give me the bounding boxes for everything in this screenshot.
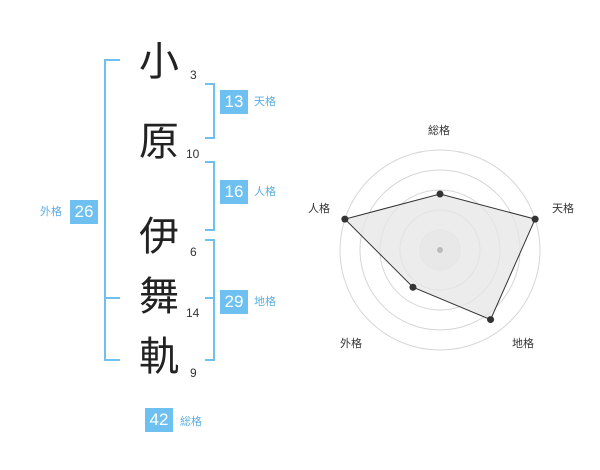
radar-axis-label-4: 外格 [340,337,362,350]
radar-point-5 [341,215,349,223]
radar-point-4 [409,283,417,291]
radar-point-1 [436,190,444,198]
gaikaku-label: 外格 [40,205,62,218]
name-char-1: 小 [139,39,179,85]
jinkaku-bracket [205,161,215,231]
name-char-2: 原 [139,119,179,165]
stroke-count-1: 3 [190,68,197,82]
radar-axis-label-3: 地格 [512,337,534,350]
chikaku-value: 29 [220,290,248,314]
radar-point-2 [531,215,539,223]
soukaku-value: 42 [145,408,173,432]
name-char-4: 舞 [139,274,179,320]
stroke-count-3: 6 [190,245,197,259]
soukaku-label: 総格 [180,415,202,428]
name-char-5: 軌 [139,334,179,380]
name-char-3: 伊 [139,214,179,260]
radar-axis-label-2: 天格 [552,202,574,215]
stroke-count-2: 10 [186,147,200,161]
jinkaku-label: 人格 [254,185,276,198]
tenkaku-bracket [205,83,215,139]
radar-axis-label-5: 人格 [308,202,330,215]
radar-axis-label-1: 総格 [428,124,450,137]
jinkaku-value: 16 [220,180,248,204]
gaikaku-bracket [104,59,120,361]
tenkaku-value: 13 [220,90,248,114]
tenkaku-label: 天格 [254,95,276,108]
radar-series-polygon [343,193,536,321]
chikaku-label: 地格 [254,295,276,308]
radar-point-3 [487,316,495,324]
radar-ring [339,149,541,351]
chikaku-bracket [205,239,215,361]
stroke-count-5: 9 [190,366,197,380]
radar-center-point [437,247,443,253]
stroke-count-4: 14 [186,306,200,320]
gaikaku-value: 26 [70,200,98,224]
